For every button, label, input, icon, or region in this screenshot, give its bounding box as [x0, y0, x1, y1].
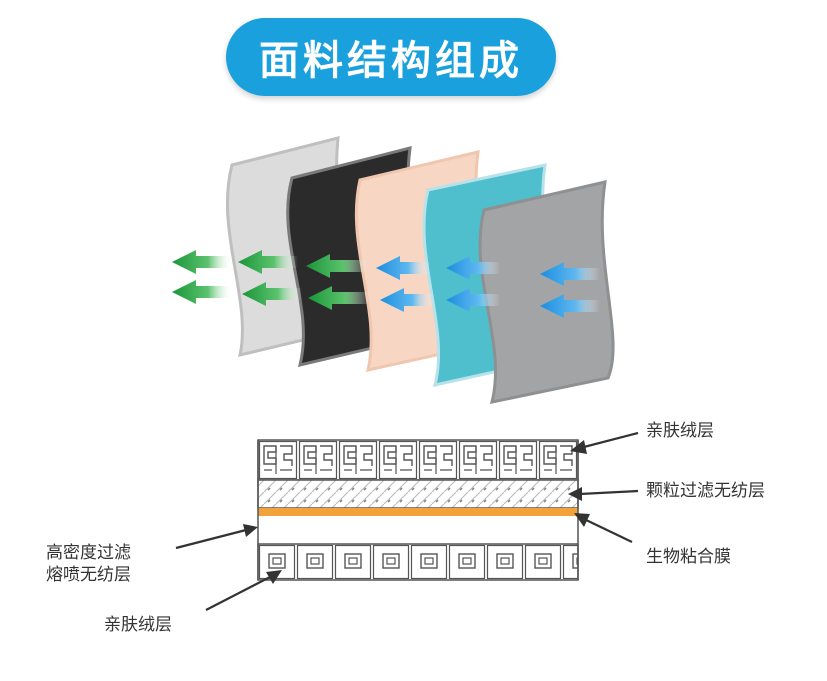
- blue-arrows: [376, 256, 600, 318]
- blue-arrow-icon: [540, 262, 600, 286]
- blue-arrow-icon: [540, 294, 600, 318]
- green-arrows: [172, 250, 370, 310]
- particle-filter-layer: [257, 479, 579, 509]
- green-arrow-icon: [238, 250, 298, 274]
- label-particle-filter: 颗粒过滤无纺层: [646, 481, 765, 501]
- label-meltblown-line2: 熔喷无纺层: [46, 565, 131, 585]
- label-skin-fleece-top: 亲肤绒层: [646, 421, 714, 441]
- arrowhead-icon: [574, 513, 590, 527]
- arrowhead-icon: [570, 440, 587, 454]
- green-arrow-icon: [172, 250, 232, 274]
- arrowhead-icon: [243, 524, 258, 537]
- blue-arrow-icon: [446, 256, 500, 280]
- green-arrow-icon: [306, 254, 368, 278]
- layer-gray-sheet: [478, 180, 615, 404]
- green-arrow-icon: [308, 286, 370, 310]
- label-bio-film: 生物粘合膜: [646, 547, 731, 567]
- meltblown-gap-layer: [258, 516, 578, 544]
- skin-fleece-top-layer: [257, 439, 579, 481]
- blue-arrow-icon: [376, 256, 430, 280]
- skin-fleece-bottom-layer: [257, 543, 579, 581]
- cross-section: [257, 439, 579, 581]
- green-arrow-icon: [242, 282, 302, 306]
- bio-film-layer: [258, 508, 578, 516]
- arrowhead-icon: [266, 570, 282, 584]
- title-pill: 面料结构组成: [226, 18, 556, 96]
- label-skin-fleece-bottom: 亲肤绒层: [104, 615, 172, 635]
- blue-arrow-icon: [446, 288, 500, 312]
- callout-arrows: [175, 431, 639, 611]
- arrowhead-icon: [568, 487, 582, 501]
- green-arrow-icon: [172, 280, 232, 304]
- blue-arrow-icon: [380, 288, 434, 312]
- page-title: 面料结构组成: [259, 38, 523, 84]
- label-meltblown-line1: 高密度过滤: [46, 543, 131, 563]
